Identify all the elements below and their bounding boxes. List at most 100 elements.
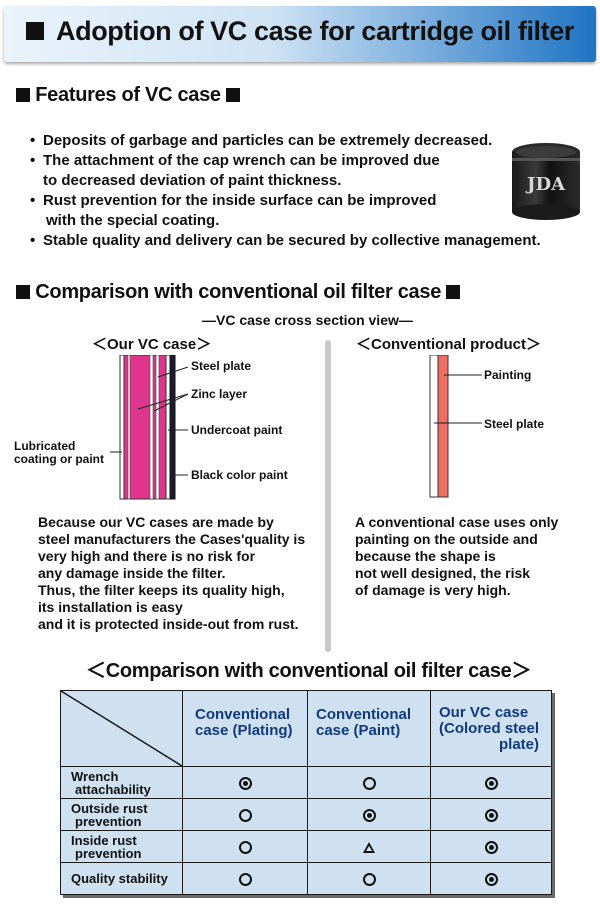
col-header-plating: Conventional case (Plating) bbox=[182, 690, 308, 767]
vc-description: Because our VC cases are made by steel m… bbox=[38, 514, 305, 633]
row-label: Wrench attachability bbox=[60, 766, 183, 799]
comparison-heading: Comparison with conventional oil filter … bbox=[16, 281, 461, 304]
vc-description-line: Thus, the filter keeps its quality high, bbox=[38, 582, 285, 598]
vc-cross-section-diagram bbox=[110, 355, 189, 500]
rating-cell bbox=[182, 766, 308, 799]
diagonal-line bbox=[61, 691, 182, 766]
feature-item-continuation: with the special coating. bbox=[46, 212, 220, 229]
conventional-painting bbox=[437, 355, 449, 498]
rating-cell bbox=[307, 862, 431, 895]
undercoat-layer bbox=[165, 355, 171, 500]
conventional-description-line: of damage is very high. bbox=[355, 582, 511, 598]
vc-description-line: and it is protected inside-out from rust… bbox=[38, 616, 299, 632]
zinc-layer-outer bbox=[149, 355, 154, 500]
double-circle-icon bbox=[484, 873, 498, 887]
double-circle-icon bbox=[484, 841, 498, 855]
circle-icon bbox=[362, 777, 376, 791]
rating-cell bbox=[430, 766, 552, 799]
feature-item: Deposits of garbage and particles can be… bbox=[30, 131, 541, 151]
square-bullet-icon bbox=[226, 88, 241, 102]
vc-description-line: its installation is easy bbox=[38, 599, 183, 615]
square-bullet-icon bbox=[446, 285, 461, 299]
rating-cell bbox=[430, 830, 552, 863]
conventional-description-line: not well designed, the risk bbox=[355, 565, 531, 581]
leader-line bbox=[137, 393, 189, 410]
conventional-description-line: painting on the outside and bbox=[355, 531, 538, 547]
vc-case-title: ＜Our VC case＞ bbox=[92, 336, 212, 353]
label-zinc-layer: Zinc layer bbox=[191, 387, 248, 401]
rating-cell bbox=[430, 798, 552, 831]
label-conventional-steel: Steel plate bbox=[484, 417, 545, 431]
vc-description-line: any damage inside the filter. bbox=[38, 565, 226, 581]
cross-section-title: —VC case cross section view— bbox=[202, 312, 413, 328]
col-header-line: Our VC case bbox=[439, 704, 529, 721]
col-header-vc: Our VC case (Colored steel plate) bbox=[430, 690, 552, 767]
vc-description-line: Because our VC cases are made by bbox=[38, 514, 274, 530]
vc-description-line: very high and there is no risk for bbox=[38, 548, 256, 564]
black-paint-layer bbox=[169, 355, 176, 500]
conventional-description-line: A conventional case uses only bbox=[355, 514, 559, 530]
row-label-line: Quality stability bbox=[71, 871, 168, 886]
label-black-paint: Black color paint bbox=[191, 468, 288, 482]
rating-cell bbox=[307, 766, 431, 799]
feature-item: Stable quality and delivery can be secur… bbox=[30, 231, 541, 251]
leader-line bbox=[157, 366, 189, 378]
conventional-title: ＜Conventional product＞ bbox=[356, 336, 541, 353]
feature-item: The attachment of the cap wrench can be … bbox=[30, 151, 541, 171]
row-label-line: attachability bbox=[75, 781, 151, 797]
product-logo: JDA bbox=[525, 174, 566, 195]
vc-description-line: steel manufacturers the Cases'quality is bbox=[38, 531, 306, 547]
row-label-line: Outside rust bbox=[71, 800, 148, 816]
col-header-line: plate) bbox=[499, 736, 540, 753]
features-heading-text: Features of VC case bbox=[35, 84, 221, 106]
row-label: Outside rust prevention bbox=[60, 798, 183, 831]
oil-filter-photo: JDA bbox=[512, 143, 580, 220]
label-steel-plate: Steel plate bbox=[191, 359, 252, 373]
col-header-line: Conventional bbox=[195, 706, 291, 723]
table-row: Quality stability bbox=[60, 862, 552, 895]
circle-icon bbox=[362, 873, 376, 887]
label-painting: Painting bbox=[484, 368, 532, 382]
table-header-row: Conventional case (Plating) Conventional… bbox=[60, 690, 552, 767]
page-title: Adoption of VC case for cartridge oil fi… bbox=[56, 16, 574, 46]
row-label-line: prevention bbox=[75, 813, 142, 829]
table-row: Wrench attachability bbox=[60, 766, 552, 799]
col-header-line: (Colored steel bbox=[439, 720, 540, 737]
table-row: Inside rust prevention bbox=[60, 830, 552, 863]
zinc-layer-inner bbox=[127, 355, 131, 500]
col-header-line: case (Plating) bbox=[195, 722, 293, 739]
row-label-line: Wrench bbox=[71, 768, 119, 784]
row-label-line: prevention bbox=[75, 845, 142, 861]
rating-cell bbox=[182, 862, 308, 895]
label-undercoat: Undercoat paint bbox=[191, 423, 283, 437]
features-heading: Features of VC case bbox=[16, 84, 241, 107]
square-bullet-icon bbox=[16, 88, 30, 102]
table-row: Outside rust prevention bbox=[60, 798, 552, 831]
rating-cell bbox=[182, 798, 308, 831]
col-header-paint: Conventional case (Paint) bbox=[307, 690, 431, 767]
comparison-heading-text: Comparison with conventional oil filter … bbox=[35, 281, 442, 303]
label-lubricated-2: coating or paint bbox=[14, 452, 104, 466]
conventional-cross-section-diagram bbox=[429, 355, 482, 498]
double-circle-icon bbox=[362, 809, 376, 823]
label-lubricated-1: Lubricated bbox=[14, 439, 76, 453]
circle-icon bbox=[238, 809, 252, 823]
comparison-table: Conventional case (Plating) Conventional… bbox=[60, 690, 552, 895]
leader-line bbox=[153, 393, 189, 412]
table-corner-cell bbox=[60, 690, 183, 767]
square-bullet-icon bbox=[26, 22, 44, 40]
vertical-divider bbox=[325, 340, 331, 652]
table-title: ＜Comparison with conventional oil filter… bbox=[86, 660, 532, 682]
double-circle-icon bbox=[484, 777, 498, 791]
circle-icon bbox=[238, 873, 252, 887]
feature-item: Rust prevention for the inside surface c… bbox=[30, 191, 541, 211]
feature-item-continuation: to decreased deviation of paint thicknes… bbox=[43, 172, 342, 189]
rating-cell bbox=[430, 862, 552, 895]
col-header-line: case (Paint) bbox=[316, 722, 401, 739]
square-bullet-icon bbox=[16, 285, 30, 299]
conventional-steel-plate bbox=[429, 355, 439, 498]
conventional-description: A conventional case uses only painting o… bbox=[355, 514, 558, 599]
circle-icon bbox=[238, 841, 252, 855]
features-list: Deposits of garbage and particles can be… bbox=[30, 131, 541, 251]
double-circle-icon bbox=[238, 777, 252, 791]
